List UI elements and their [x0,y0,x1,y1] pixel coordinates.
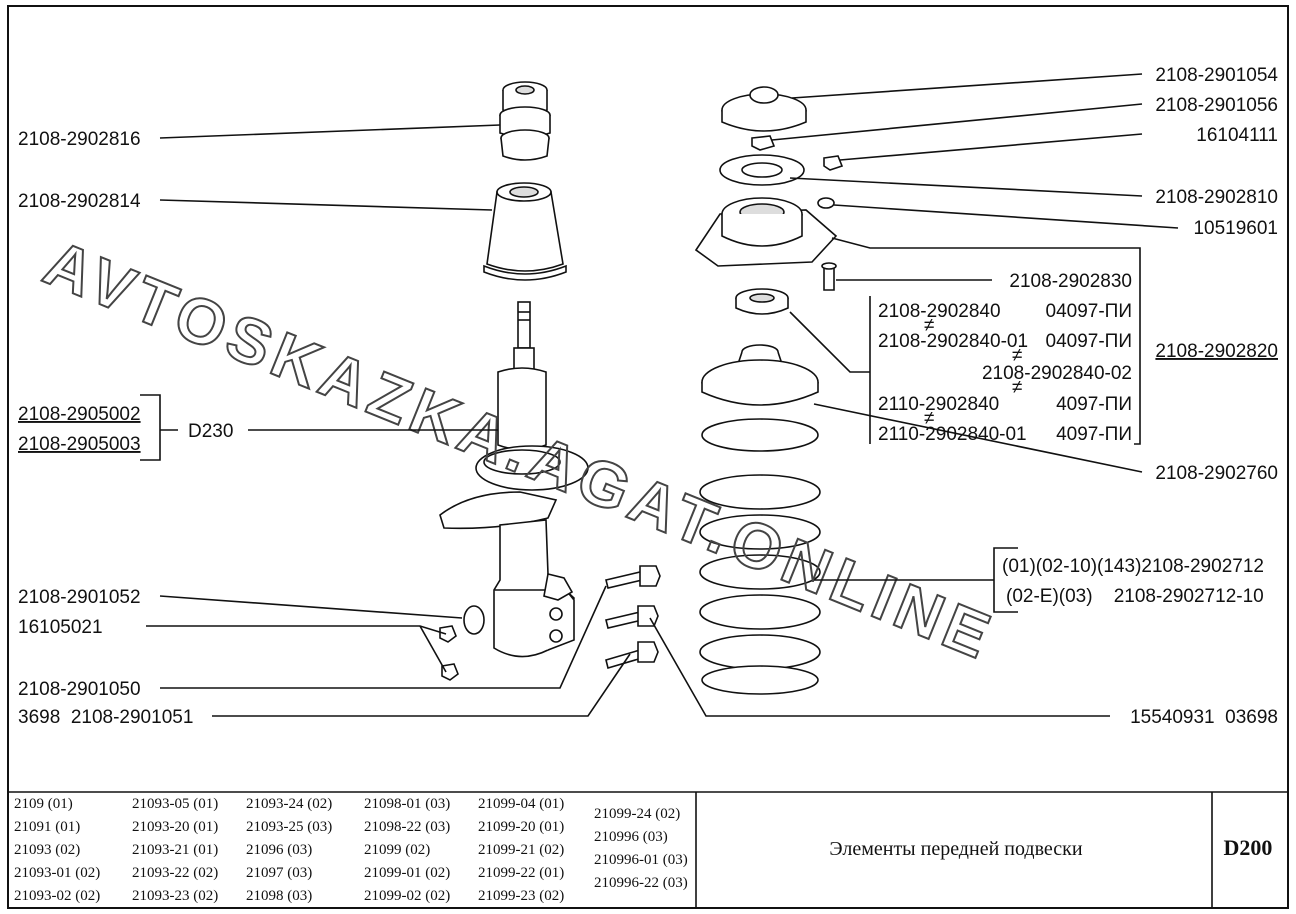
bearing-row-code: 4097-ПИ [1056,394,1132,415]
label-strut-1: 2108-2905002 [18,404,141,425]
bearing-row-part: 2108-2902840 [878,301,1001,322]
model-cell: 2109 (01) [14,796,73,812]
model-cell: 21099-21 (02) [478,842,564,858]
model-cell: 21093-22 (02) [132,865,218,881]
model-cell: 21093 (02) [14,842,80,858]
model-cell: 21096 (03) [246,842,312,858]
model-cell: 21098 (03) [246,888,312,904]
label-bolt: 2108-2902830 [1009,271,1132,292]
label-bolt-1: 2108-2901050 [18,679,141,700]
model-cell: 21093-01 (02) [14,865,100,881]
model-cell: 21093-25 (03) [246,819,332,835]
model-cell: 21099-23 (02) [478,888,564,904]
label-eccentric-nut: 15540931 03698 [1130,707,1278,728]
model-cell: 210996 (03) [594,829,668,845]
spring-variant-table: (01)(02-10)(143)2108-2902712 (02-E)(03) … [1002,556,1264,607]
neq-symbol: ≠ [924,408,934,429]
model-cell: 21093-02 (02) [14,888,100,904]
model-cell: 21093-23 (02) [132,888,218,904]
coil-spring-part [699,418,821,695]
model-cell: 21099-04 (01) [478,796,564,812]
model-cell: 21099 (02) [364,842,430,858]
neq-symbol: ≠ [1012,345,1022,366]
spring-row: (01)(02-10)(143)2108-2902712 [1002,556,1264,577]
label-strut-2: 2108-2905003 [18,434,141,455]
label-nut: 16105021 [18,617,103,638]
upper-support-part [694,86,844,291]
model-cell: 21099-02 (02) [364,888,450,904]
neq-symbol: ≠ [1012,377,1022,398]
label-plate: 2108-2901052 [18,587,141,608]
footer-table: 2109 (01) 21091 (01) 21093 (02) 21093-01… [8,791,1288,908]
neq-symbol: ≠ [924,315,934,336]
bearing-row-code: 04097-ПИ [1046,331,1132,352]
model-cell: 21093-24 (02) [246,796,332,812]
leader-lines [140,73,1179,717]
label-upper-nut: 2108-2901056 [1155,95,1278,116]
bearing-and-seat-part [701,288,819,406]
page-code: D200 [1224,835,1273,860]
label-bump-stop: 2108-2902816 [18,129,141,150]
model-cell: 21099-22 (01) [478,865,564,881]
model-cell: 21098-01 (03) [364,796,450,812]
bearing-row-code: 4097-ПИ [1056,424,1132,445]
model-cell: 21093-20 (01) [132,819,218,835]
model-cell: 21099-24 (02) [594,806,680,822]
lower-hardware-part [439,565,661,681]
bearing-row-code: 04097-ПИ [1046,301,1132,322]
label-bolt-2: 3698 2108-2901051 [18,707,193,728]
strut-part [439,301,589,658]
model-cell: 210996-22 (03) [594,875,688,891]
label-spring-washer: 10519601 [1193,218,1278,239]
bearing-row-part: 2110-2902840 [878,394,999,415]
model-cell: 21093-21 (01) [132,842,218,858]
model-cell: 21098-22 (03) [364,819,450,835]
label-washer: 2108-2902810 [1155,187,1278,208]
label-support-cap: 2108-2901054 [1155,65,1278,86]
model-cell: 21099-01 (02) [364,865,450,881]
bearing-row-part: 2110-2902840-01 [878,424,1027,445]
bump-stop-part [499,81,551,161]
bearing-row-part: 2108-2902840-01 [878,331,1028,352]
label-spring-seat: 2108-2902760 [1155,463,1278,484]
model-cell: 21097 (03) [246,865,312,881]
bearing-variant-table: 2108-2902840 04097-ПИ ≠ 2108-2902840-01 … [878,301,1132,445]
label-support-assembly: 2108-2902820 [1155,341,1278,362]
protective-boot-part [483,182,567,281]
spring-row: (02-E)(03) 2108-2902712-10 [1006,586,1264,607]
model-cell: 21093-05 (01) [132,796,218,812]
label-strut-variant: D230 [188,421,233,442]
model-cell: 21091 (01) [14,819,80,835]
model-cell: 210996-01 (03) [594,852,688,868]
frame-border [7,5,1289,909]
label-small-nut: 16104111 [1196,125,1278,146]
model-cell: 21099-20 (01) [478,819,564,835]
label-boot: 2108-2902814 [18,191,141,212]
page-title: Элементы передней подвески [829,838,1082,860]
bearing-row-part: 2108-2902840-02 [982,363,1132,384]
